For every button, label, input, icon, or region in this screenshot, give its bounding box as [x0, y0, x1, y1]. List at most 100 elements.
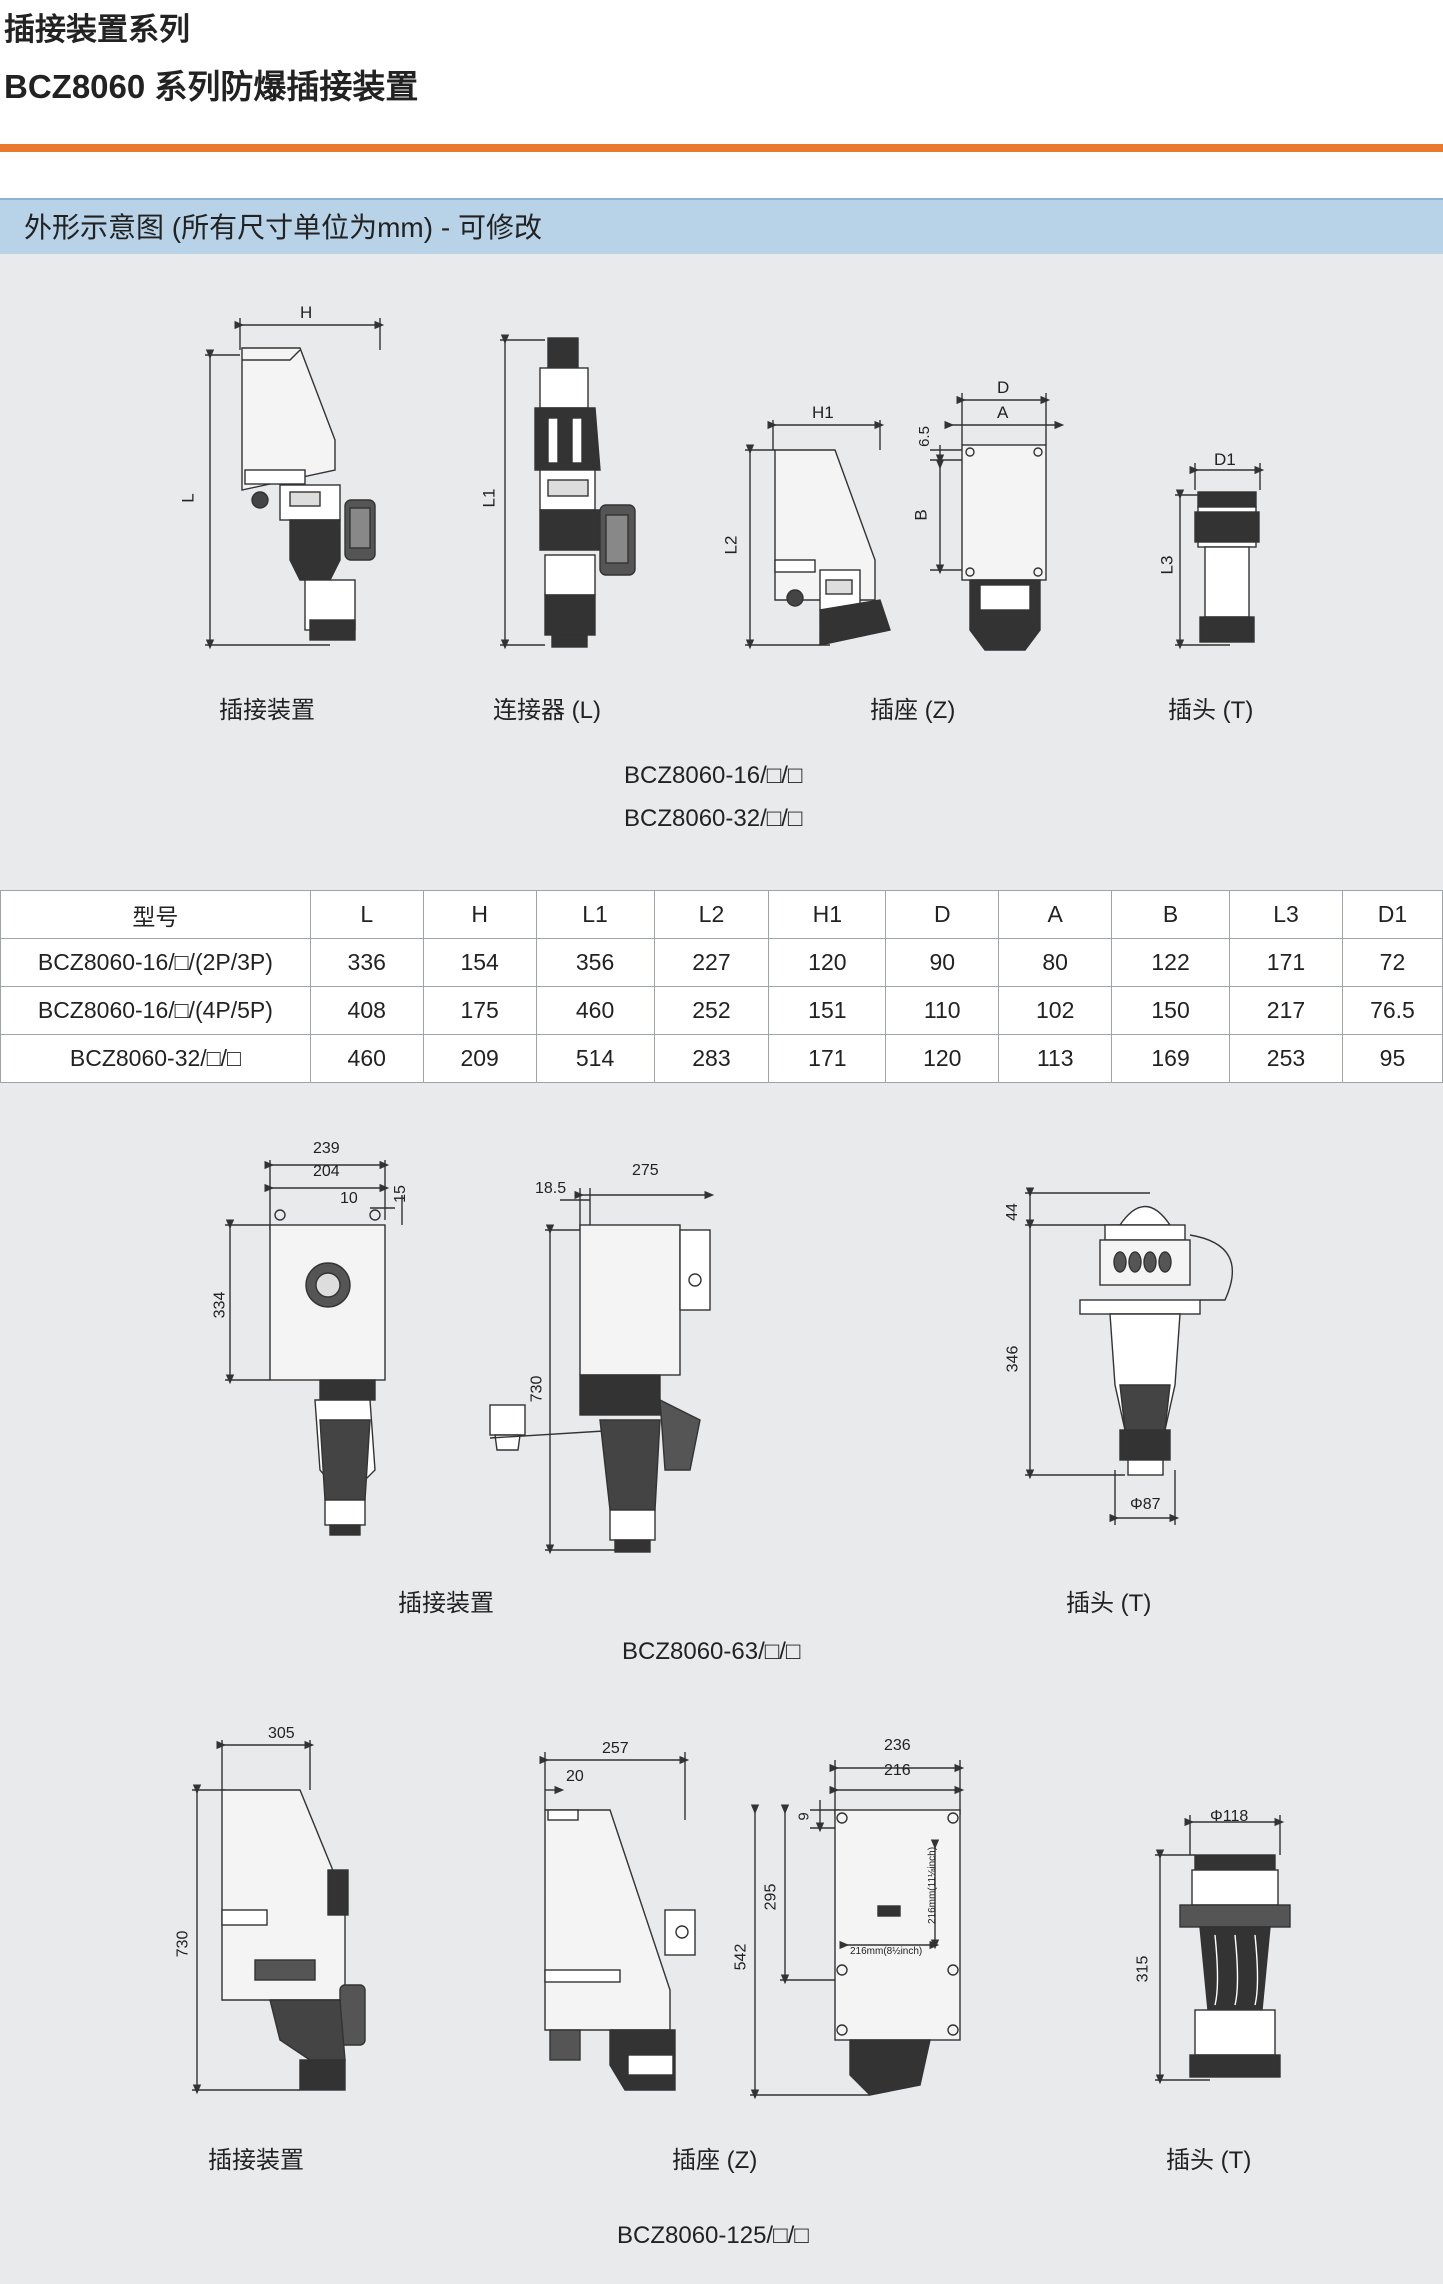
dim-label-10: 10: [340, 1190, 358, 1207]
table-cell: 460: [309, 1034, 424, 1083]
table-cell: 120: [768, 938, 887, 987]
table-cell: 283: [653, 1034, 770, 1083]
drawing-plug-125: [1155, 1815, 1291, 2085]
dim-label-6-5: 6.5: [915, 426, 933, 447]
dim-label-204: 204: [313, 1163, 340, 1180]
dim-label-inch-a: 216mm(8½inch): [850, 1946, 923, 1957]
table-header: D: [885, 890, 1000, 939]
table-header: A: [998, 890, 1113, 939]
table-cell: 356: [535, 938, 655, 987]
dim-label-h: H: [300, 303, 313, 322]
drawing-plug-assembly-16-32: [205, 318, 385, 650]
dimension-table: 型号 L H L1 L2 H1 D A B L3 D1 BCZ8060-16/□…: [0, 890, 1443, 1083]
dim-label-730: 730: [528, 1375, 546, 1403]
dim-label-275: 275: [632, 1162, 659, 1179]
drawing-side-63: [489, 1188, 715, 1555]
dim-label-542: 542: [732, 1943, 750, 1971]
drawing-plug-16-32: [1175, 463, 1265, 650]
dim-label-9: 9: [795, 1812, 813, 1821]
caption-plug-assembly-63: 插接装置: [398, 1590, 494, 1617]
dim-label-15: 15: [391, 1185, 409, 1203]
dim-label-236: 236: [884, 1737, 911, 1754]
model-label-125: BCZ8060-125/□/□: [617, 2222, 809, 2249]
table-row: BCZ8060-32/□/□ 460 209 514 283 171 120 1…: [0, 1034, 1443, 1083]
table-cell: 514: [535, 1034, 655, 1083]
table-cell: 72: [1341, 938, 1443, 987]
dim-label-730b: 730: [174, 1930, 192, 1958]
dim-label-a: A: [997, 403, 1009, 422]
dim-label-334: 334: [211, 1291, 229, 1319]
drawing-connector-16-32: [500, 334, 636, 650]
table-cell: 217: [1229, 986, 1343, 1035]
caption-plug-assembly-125: 插接装置: [208, 2147, 304, 2174]
table-header: D1: [1341, 890, 1443, 939]
drawing-socket-16-32: [745, 393, 1065, 651]
caption-plug-63: 插头 (T): [1066, 1590, 1152, 1617]
table-cell: 154: [422, 938, 537, 987]
caption-socket-125: 插座 (Z): [672, 2147, 758, 2174]
table-cell: 460: [535, 986, 655, 1035]
dim-label-l2: L2: [721, 535, 741, 555]
dim-label-295: 295: [762, 1883, 780, 1911]
table-cell: 102: [998, 986, 1113, 1035]
table-row: BCZ8060-16/□/(2P/3P) 336 154 356 227 120…: [0, 938, 1443, 987]
model-label-16: BCZ8060-16/□/□: [624, 762, 803, 789]
table-cell: 169: [1111, 1034, 1231, 1083]
dim-label-d: D: [997, 378, 1010, 397]
table-header-row: 型号 L H L1 L2 H1 D A B L3 D1: [0, 890, 1443, 939]
table-cell: 171: [1229, 938, 1343, 987]
series-title: 插接装置系列: [4, 12, 190, 47]
drawing-plug-assembly-63: [225, 1160, 403, 1536]
caption-socket: 插座 (Z): [870, 697, 956, 724]
table-cell: 95: [1341, 1034, 1443, 1083]
table-header: L3: [1229, 890, 1343, 939]
table-header: 型号: [0, 890, 311, 939]
table-cell: 227: [653, 938, 770, 987]
table-cell: 175: [422, 986, 537, 1035]
table-row: BCZ8060-16/□/(4P/5P) 408 175 460 252 151…: [0, 986, 1443, 1035]
table-cell: 76.5: [1341, 986, 1443, 1035]
table-cell: 110: [885, 986, 1000, 1035]
table-cell: BCZ8060-16/□/(4P/5P): [0, 986, 311, 1035]
section-title: 外形示意图 (所有尺寸单位为mm) - 可修改: [24, 212, 542, 243]
table-header: B: [1111, 890, 1231, 939]
dim-label-315: 315: [1134, 1955, 1152, 1983]
accent-rule: [0, 144, 1443, 152]
table-cell: 209: [422, 1034, 537, 1083]
table-cell: 90: [885, 938, 1000, 987]
table-cell: 150: [1111, 986, 1231, 1035]
table-cell: BCZ8060-32/□/□: [0, 1034, 311, 1083]
table-header: L2: [653, 890, 770, 939]
dim-label-18-5: 18.5: [535, 1180, 567, 1197]
dim-label-l1: L1: [479, 488, 499, 508]
table-cell: BCZ8060-16/□/(2P/3P): [0, 938, 311, 987]
caption-plug-125: 插头 (T): [1166, 2147, 1252, 2174]
table-header: H1: [768, 890, 887, 939]
dim-label-h1: H1: [812, 403, 834, 422]
table-cell: 122: [1111, 938, 1231, 987]
dim-label-305: 305: [268, 1725, 295, 1742]
dim-label-20: 20: [566, 1768, 584, 1785]
caption-plug-assembly: 插接装置: [219, 697, 315, 724]
dim-label-phi118: Φ118: [1210, 1808, 1249, 1825]
dim-label-239: 239: [313, 1140, 340, 1157]
dim-label-44: 44: [1003, 1203, 1021, 1221]
dim-label-346: 346: [1004, 1345, 1022, 1373]
dim-label-l: L: [178, 493, 198, 503]
dim-label-inch-b: 216mm(11⅛inch): [927, 1846, 939, 1925]
dim-label-257: 257: [602, 1740, 629, 1757]
model-label-32: BCZ8060-32/□/□: [624, 805, 803, 832]
table-cell: 252: [653, 986, 770, 1035]
table-cell: 151: [768, 986, 887, 1035]
table-cell: 80: [998, 938, 1113, 987]
drawing-socket-125: [539, 1752, 696, 2091]
dim-label-b: B: [911, 509, 931, 521]
table-cell: 171: [768, 1034, 887, 1083]
drawing-plug-assembly-125: [192, 1740, 366, 2095]
table-header: H: [422, 890, 537, 939]
product-title: BCZ8060 系列防爆插接装置: [4, 68, 419, 105]
table-cell: 253: [1229, 1034, 1343, 1083]
caption-plug: 插头 (T): [1168, 697, 1254, 724]
drawing-socket-front-125: [750, 1760, 965, 2100]
